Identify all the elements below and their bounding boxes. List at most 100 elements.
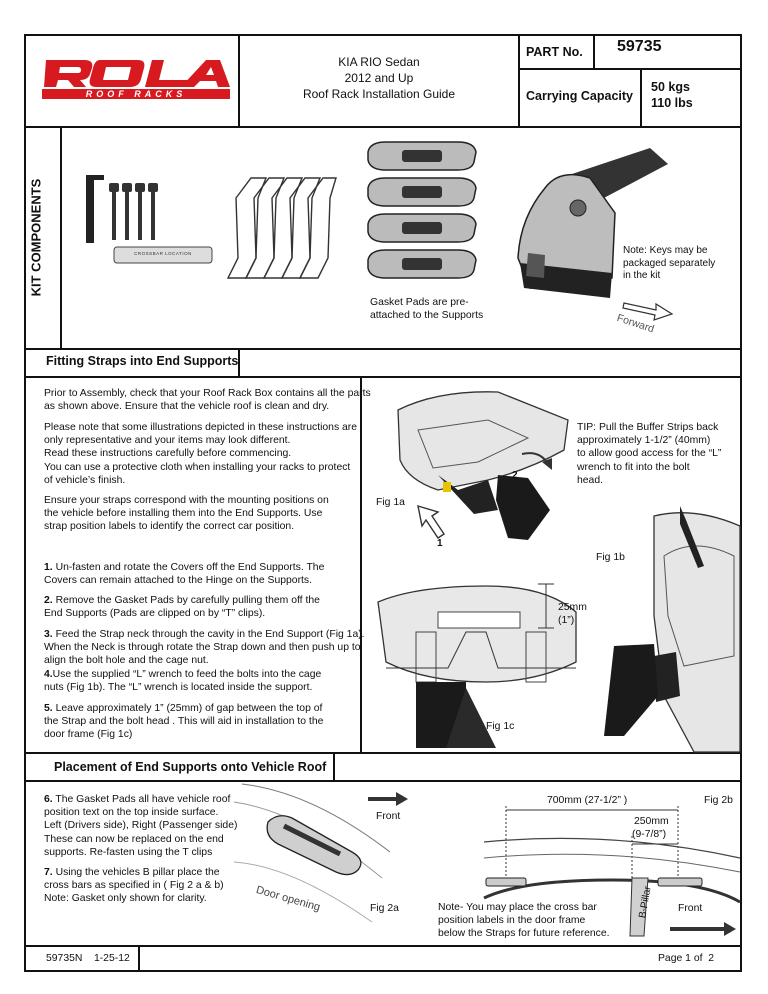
step-7: 7. Using the vehicles B pillar place the… bbox=[44, 866, 224, 906]
keys-note-line: packaged separately bbox=[623, 257, 716, 269]
divider bbox=[518, 34, 520, 126]
gasket-note-line: Gasket Pads are pre- bbox=[370, 297, 469, 308]
step-line: Remove the Gasket Pads by carefully pull… bbox=[55, 595, 320, 606]
part-no-label: PART No. bbox=[526, 45, 583, 59]
roof-rack-support-illustration bbox=[517, 148, 668, 298]
divider bbox=[24, 780, 742, 782]
notes-paragraph: Please note that some illustrations depi… bbox=[44, 421, 357, 487]
divider bbox=[24, 126, 742, 128]
tip-line: head. bbox=[577, 474, 604, 486]
notes-line: Read these instructions carefully before… bbox=[44, 448, 292, 460]
step-2: 2. Remove the Gasket Pads by carefully p… bbox=[44, 594, 364, 620]
vehicle-title: KIA RIO Sedan 2012 and Up Roof Rack Inst… bbox=[240, 54, 518, 102]
fig2a-illustration bbox=[233, 783, 391, 923]
intro-line: as shown above. Ensure that the vehicle … bbox=[44, 401, 330, 413]
part-no-value: 59735 bbox=[617, 38, 662, 55]
step-number: 1. bbox=[44, 562, 53, 573]
crossbar-location-strip-label: CROSSBAR LOCATION bbox=[134, 251, 192, 256]
fig1c-illustration bbox=[377, 585, 577, 748]
fig1a-illustration bbox=[397, 391, 569, 540]
push-arrow-icon bbox=[417, 504, 445, 539]
gasket-note: Gasket Pads are pre- attached to the Sup… bbox=[370, 296, 483, 322]
vehicle-line1: KIA RIO Sedan bbox=[338, 55, 420, 69]
guide-title: Roof Rack Installation Guide bbox=[302, 87, 456, 101]
divider bbox=[60, 126, 62, 348]
crossbar-note-line: Note- You may place the cross bar bbox=[438, 902, 597, 913]
capacity-label: Carrying Capacity bbox=[526, 89, 633, 103]
tip-line: approximately 1-1/2” (40mm) bbox=[577, 435, 711, 447]
bolts-and-wrench-illustration bbox=[86, 175, 213, 264]
dim-250-in: (9-7/8”) bbox=[632, 829, 667, 841]
section1-title: Fitting Straps into End Supports bbox=[46, 354, 239, 368]
divider bbox=[518, 68, 742, 70]
divider bbox=[238, 348, 240, 376]
front-arrow-icon-2 bbox=[670, 922, 736, 936]
step-number: 2. bbox=[44, 595, 53, 606]
fig1b-illustration bbox=[604, 506, 741, 753]
step-line: Note: Gasket only shown for clarity. bbox=[44, 893, 207, 905]
straps-line: strap position labels to identify the co… bbox=[44, 521, 295, 533]
gasket-note-line: attached to the Supports bbox=[370, 310, 484, 322]
page-number: Page 1 of 2 bbox=[658, 953, 715, 964]
step-line: Leave approximately 1” (25mm) of gap bet… bbox=[55, 703, 323, 714]
divider bbox=[360, 376, 362, 752]
step-line: cross bars as specified in ( Fig 2 a & b… bbox=[44, 880, 224, 892]
kit-components-label: KIT COMPONENTS bbox=[28, 178, 44, 297]
divider bbox=[593, 34, 595, 68]
step-line: The Gasket Pads all have vehicle roof bbox=[55, 794, 231, 805]
rola-logo-graphic bbox=[42, 60, 230, 99]
front-arrow-icon bbox=[368, 792, 408, 806]
intro-paragraph: Prior to Assembly, check that your Roof … bbox=[44, 387, 371, 413]
dimension-700mm: 700mm (27-1/2” ) bbox=[547, 795, 628, 806]
keys-note: Note: Keys may be packaged separately in… bbox=[623, 245, 715, 283]
step-line: End Supports (Pads are clipped on by “T”… bbox=[44, 608, 266, 620]
notes-line: of vehicle’s finish. bbox=[44, 474, 126, 486]
fig2a-label: Fig 2a bbox=[370, 903, 399, 914]
divider bbox=[24, 752, 742, 754]
step-number: 4. bbox=[44, 669, 53, 680]
straps-line: the vehicle before installing them into … bbox=[44, 508, 323, 520]
fig2b-label: Fig 2b bbox=[704, 795, 733, 806]
straps-paragraph: Ensure your straps correspond with the m… bbox=[44, 494, 329, 534]
document-id: 59735N 1-25-12 bbox=[46, 953, 130, 964]
step-line: door frame (Fig 1c) bbox=[44, 729, 133, 741]
divider bbox=[138, 945, 140, 972]
step-line: These can now be replaced on the end bbox=[44, 833, 224, 845]
step-number: 3. bbox=[44, 629, 53, 640]
divider bbox=[24, 376, 742, 378]
gap-dimension-marker bbox=[538, 583, 554, 629]
tip-line: to allow good access for the “L” bbox=[577, 448, 722, 460]
fig1a-label: Fig 1a bbox=[376, 497, 405, 508]
rola-logo: ROOF RACKS bbox=[40, 58, 232, 100]
step-6: 6. The Gasket Pads all have vehicle roof… bbox=[44, 793, 237, 859]
fig1c-label: Fig 1c bbox=[486, 721, 515, 732]
step-line: position text on the top inside surface. bbox=[44, 807, 219, 819]
step-3: 3. Feed the Strap neck through the cavit… bbox=[44, 628, 374, 668]
fig1b-label: Fig 1b bbox=[596, 552, 625, 563]
step-line: Left (Drivers side), Right (Passenger si… bbox=[44, 820, 238, 832]
notes-line: Please note that some illustrations depi… bbox=[44, 422, 358, 433]
capacity-kg: 50 kgs bbox=[651, 80, 690, 94]
step-number: 7. bbox=[44, 867, 53, 878]
straps-illustration bbox=[226, 177, 337, 279]
step-line: align the bolt hole and the cage nut. bbox=[44, 655, 209, 667]
step-line: Using the vehicles B pillar place the bbox=[55, 867, 220, 878]
step-line: Covers can remain attached to the Hinge … bbox=[44, 575, 313, 587]
keys-note-line: in the kit bbox=[623, 270, 661, 281]
gap-dimension: 25mm (1”) bbox=[558, 601, 587, 627]
dimension-250mm: 250mm (9-7/8”) bbox=[632, 815, 669, 841]
page-frame bbox=[24, 34, 742, 972]
tip-line: wrench to fit into the bolt bbox=[577, 461, 690, 473]
dim-250-mm: 250mm bbox=[634, 816, 669, 827]
tip-line: TIP: Pull the Buffer Strips back bbox=[577, 422, 719, 433]
step-line: Un-fasten and rotate the Covers off the … bbox=[55, 562, 325, 573]
logo-subtitle: ROOF RACKS bbox=[85, 89, 187, 99]
divider bbox=[24, 348, 742, 350]
divider bbox=[24, 945, 742, 947]
step-4: 4.Use the supplied “L” wrench to feed th… bbox=[44, 668, 364, 694]
step-line: nuts (Fig 1b). The “L” wrench is located… bbox=[44, 682, 313, 694]
step-5: 5. Leave approximately 1” (25mm) of gap … bbox=[44, 702, 364, 742]
step-line: Feed the Strap neck through the cavity i… bbox=[55, 629, 365, 640]
divider bbox=[333, 752, 335, 780]
straps-line: Ensure your straps correspond with the m… bbox=[44, 495, 329, 506]
